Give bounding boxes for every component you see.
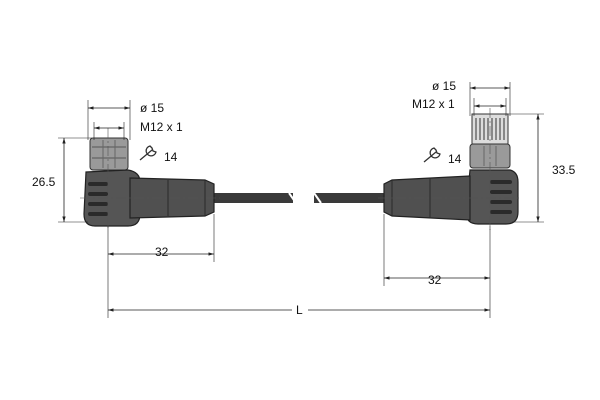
left-length-dimension: 32 (107, 214, 215, 262)
right-height-dimension: 33.5 (508, 113, 576, 223)
wrench-icon (139, 145, 157, 161)
right-height-label: 33.5 (552, 163, 576, 177)
right-connector (378, 108, 522, 230)
overall-length-dimension: L (107, 262, 491, 318)
left-length-label: 32 (155, 245, 169, 259)
right-thread-dimension: M12 x 1 (412, 97, 507, 116)
left-wrench-label: 14 (164, 150, 178, 164)
left-height-dimension: 26.5 (32, 137, 92, 223)
right-wrench-callout: 14 (423, 147, 462, 166)
right-length-label: 32 (428, 273, 442, 287)
left-thread-dimension: M12 x 1 (93, 120, 183, 140)
overall-length-label: L (296, 303, 303, 317)
cable (214, 192, 384, 204)
left-height-label: 26.5 (32, 175, 56, 189)
left-diameter-dimension: ø 15 (87, 100, 164, 140)
right-wrench-label: 14 (448, 152, 462, 166)
left-wrench-callout: 14 (139, 145, 178, 164)
right-diameter-label: ø 15 (432, 79, 456, 93)
right-length-dimension: 32 (383, 214, 491, 287)
right-housing (383, 169, 519, 225)
right-thread-label: M12 x 1 (412, 97, 455, 111)
left-thread-label: M12 x 1 (140, 120, 183, 134)
left-coupling-nut (89, 137, 129, 171)
wrench-icon (423, 147, 441, 163)
left-diameter-label: ø 15 (140, 101, 164, 115)
right-diameter-dimension: ø 15 (432, 79, 511, 116)
left-connector (80, 128, 220, 230)
